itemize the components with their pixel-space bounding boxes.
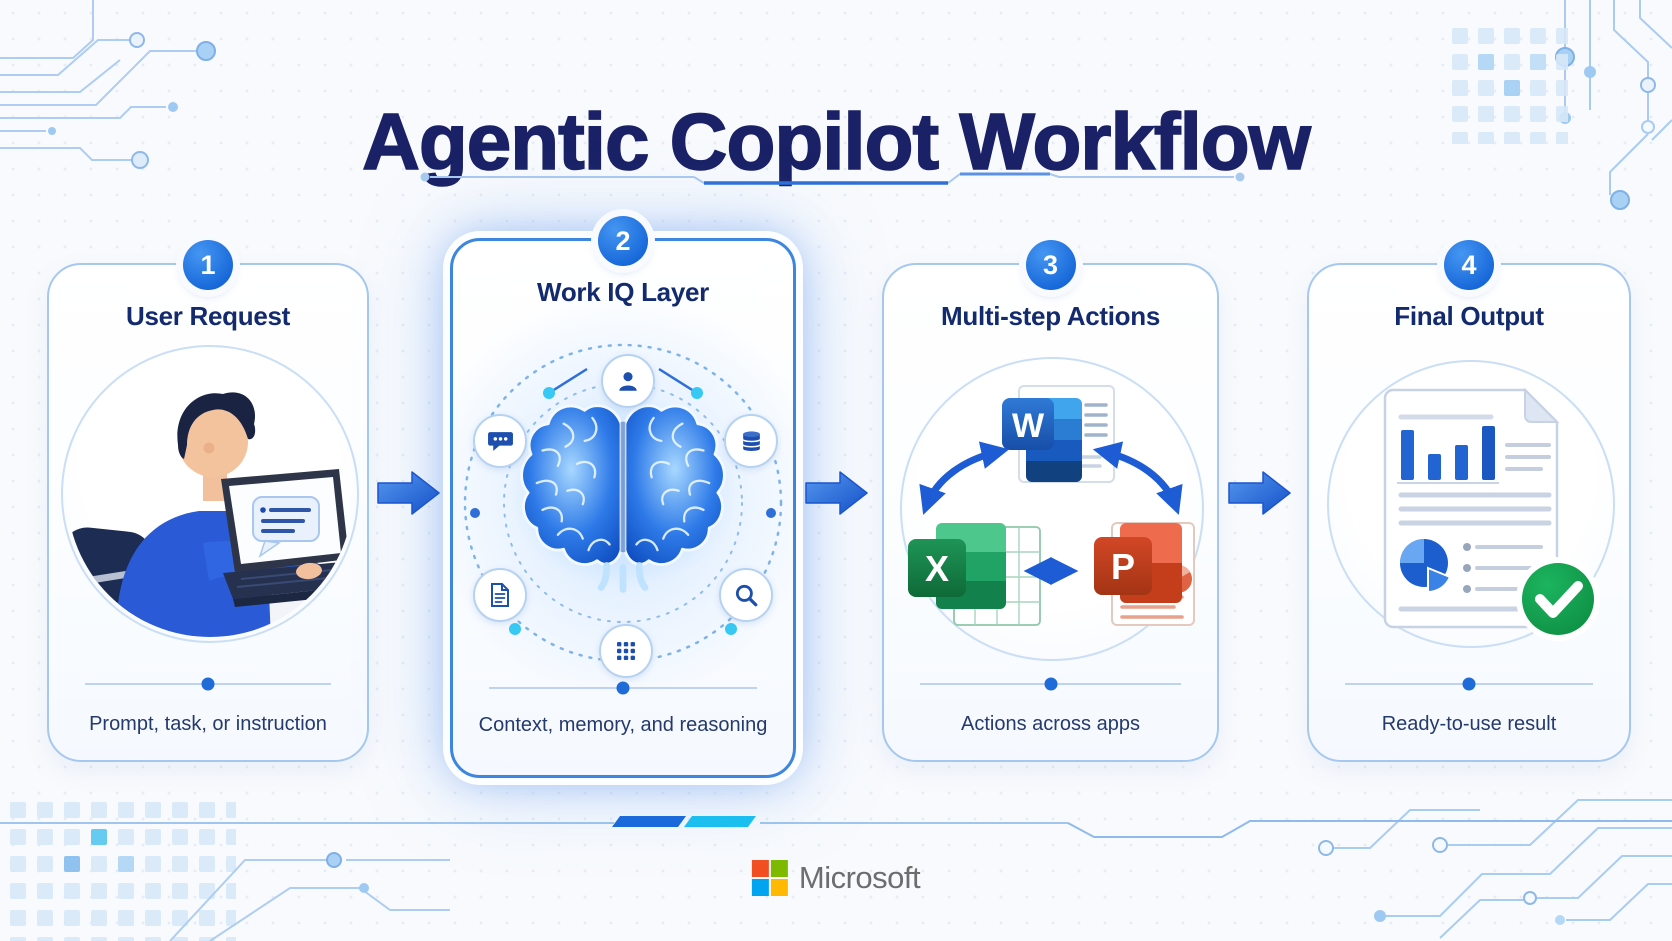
- step-2-badge: 2: [598, 216, 648, 266]
- step-1-caption: Prompt, task, or instruction: [89, 713, 327, 735]
- microsoft-logo: Microsoft: [751, 860, 921, 896]
- ms-square-blue: [751, 879, 769, 896]
- step-card-user-request: 1 User Request: [47, 240, 369, 762]
- divider-dot: [1462, 677, 1476, 691]
- step-1-badge: 1: [183, 240, 233, 290]
- chat-bubble-icon: [473, 414, 527, 468]
- step-number: 1: [200, 249, 216, 280]
- step-4-badge: 4: [1444, 240, 1494, 290]
- check-icon: [1516, 557, 1600, 641]
- report-document-illustration: [1383, 387, 1600, 641]
- microsoft-wordmark: Microsoft: [798, 860, 921, 895]
- curved-arrow-word-excel: [919, 441, 1010, 515]
- user-icon: [601, 354, 655, 408]
- ms-square-green: [770, 860, 788, 877]
- word-letter: W: [1012, 407, 1045, 445]
- step-number: 2: [615, 225, 631, 256]
- step-3-badge: 3: [1025, 240, 1076, 290]
- card-divider: [920, 677, 1181, 691]
- apps-cycle-illustration: W X: [908, 385, 1195, 626]
- step-1-title: User Request: [125, 301, 291, 331]
- page-title: Agentic Copilot Workflow: [361, 96, 1311, 187]
- ms-square-red: [751, 860, 769, 877]
- step-number: 4: [1461, 249, 1477, 280]
- search-icon: [719, 568, 773, 622]
- user-illustration-circle: [61, 345, 359, 643]
- step-2-caption: Context, memory, and reasoning: [478, 714, 768, 736]
- divider-dot: [201, 677, 215, 691]
- person-at-laptop-illustration: [67, 392, 353, 637]
- card-divider: [1345, 677, 1593, 691]
- step-card-multi-step-actions: 3 Multi-step Actions: [882, 240, 1219, 762]
- card-divider: [85, 677, 331, 691]
- flow-arrow-1: [377, 471, 440, 515]
- circuit-decoration-bottom-right: [1318, 799, 1672, 939]
- circuit-decoration-bottom-left: [169, 852, 450, 941]
- title-underline-decoration: [420, 172, 1245, 185]
- divider-dot: [1044, 677, 1057, 691]
- flow-arrow-3: [1228, 471, 1291, 515]
- pie-chart-glyph: [1400, 539, 1452, 594]
- pixel-grid-decoration-top-right: [1448, 24, 1568, 144]
- report-document: [1383, 387, 1560, 629]
- step-4-caption: Ready-to-use result: [1381, 713, 1557, 735]
- step-card-final-output: 4 Final Output: [1307, 240, 1631, 762]
- powerpoint-letter: P: [1111, 546, 1135, 587]
- step-4-title: Final Output: [1394, 301, 1544, 331]
- curved-arrow-word-powerpoint: [1092, 441, 1183, 515]
- footer-divider-line: [0, 816, 1672, 838]
- divider-dot: [616, 681, 630, 695]
- microsoft-logo-icon: [751, 860, 788, 896]
- brain-illustration: [509, 393, 737, 593]
- step-number: 3: [1042, 249, 1059, 280]
- step-3-caption: Actions across apps: [961, 713, 1140, 735]
- flow-arrow-2: [805, 471, 868, 515]
- excel-icon: X: [908, 523, 1041, 626]
- database-icon: [724, 414, 778, 468]
- grid-dots-icon: [599, 624, 653, 678]
- step-3-title: Multi-step Actions: [941, 301, 1160, 331]
- powerpoint-icon: P: [1094, 522, 1195, 626]
- step-card-work-iq-layer: 2 Work IQ Layer: [450, 216, 796, 778]
- excel-letter: X: [925, 548, 949, 589]
- circuit-decoration-top-left: [0, 0, 216, 169]
- pixel-grid-decoration-bottom-left: [6, 798, 236, 941]
- bar-chart-glyph: [1397, 426, 1499, 484]
- card-divider: [489, 681, 757, 695]
- ms-square-yellow: [770, 879, 788, 896]
- step-2-title: Work IQ Layer: [537, 277, 709, 307]
- document-icon: [473, 568, 527, 622]
- word-icon: W: [1002, 385, 1115, 483]
